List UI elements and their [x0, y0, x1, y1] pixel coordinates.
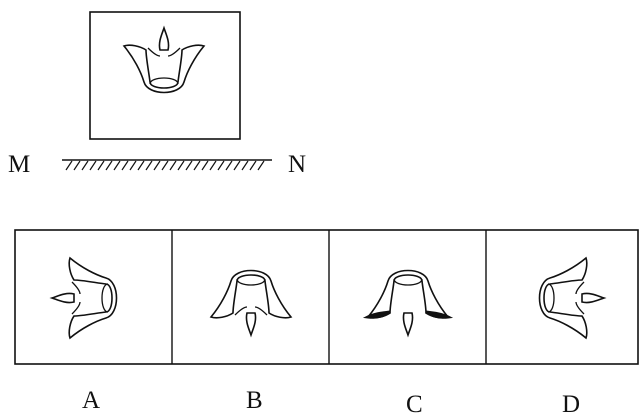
option-b-flower[interactable] — [210, 269, 292, 336]
option-d-label: D — [562, 391, 580, 418]
mirror-label-m: M — [8, 151, 30, 178]
mirror-mn: M N — [8, 151, 306, 178]
options-strip — [14, 229, 639, 365]
mirror-hatching — [65, 160, 265, 171]
option-a-flower[interactable] — [51, 257, 118, 339]
option-d-flower[interactable] — [538, 257, 605, 339]
option-c-flower[interactable] — [366, 269, 450, 337]
option-a-label: A — [82, 387, 100, 414]
mirror-label-n: N — [288, 151, 306, 178]
object-frame — [89, 11, 241, 140]
option-b-label: B — [246, 387, 263, 414]
option-c-label: C — [406, 391, 423, 418]
flower-object — [123, 27, 205, 94]
